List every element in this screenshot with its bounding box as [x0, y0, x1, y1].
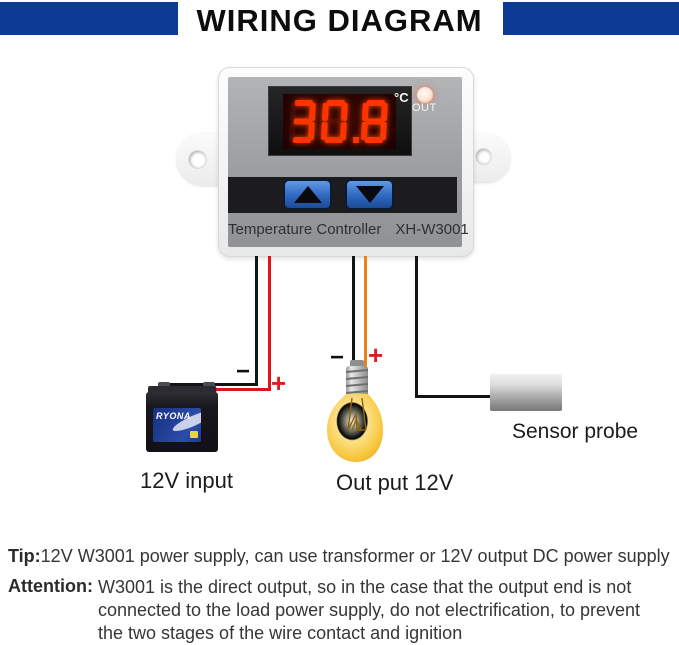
page-title: WIRING DIAGRAM: [196, 3, 483, 38]
battery-brand-text: RYONA: [156, 411, 191, 421]
light-bulb: [325, 358, 385, 464]
button-strip: [228, 177, 457, 213]
battery-caption: 12V input: [140, 468, 233, 493]
attention-row: Attention: W3001 is the direct output, s…: [8, 576, 676, 645]
temperature-display: [283, 94, 396, 149]
battery-brand-label: RYONA: [153, 408, 201, 442]
bulb-plus-sign: +: [368, 340, 384, 370]
seven-segment-readout: [289, 100, 388, 143]
down-button: [345, 179, 394, 210]
bulb-glass: [327, 394, 383, 462]
tip-label: Tip:: [8, 546, 41, 566]
device-model-label: XH-W3001: [395, 221, 469, 238]
bulb-minus-sign: −: [330, 344, 345, 371]
mounting-hole-left: [189, 151, 206, 168]
bulb-cap: [350, 360, 364, 367]
celsius-unit-label: °C: [394, 90, 409, 105]
arrow-down-icon: [355, 186, 384, 203]
attention-label: Attention:: [8, 576, 93, 596]
tip-row: Tip:12V W3001 power supply, can use tran…: [8, 546, 676, 567]
mounting-hole-right: [476, 149, 491, 164]
notes-section: Tip:12V W3001 power supply, can use tran…: [8, 546, 676, 645]
battery-12v: RYONA: [146, 382, 218, 452]
battery-label-chip: [190, 431, 198, 438]
device-label-row: Temperature Controller XH-W3001: [228, 221, 469, 238]
title-accent-bar-left: [0, 2, 178, 35]
battery-plus-sign: +: [271, 368, 287, 398]
wire-sensor-horizontal: [415, 395, 492, 398]
attention-line-1: W3001 is the direct output, so in the ca…: [97, 577, 632, 597]
attention-text: W3001 is the direct output, so in the ca…: [98, 576, 640, 645]
wire-power-positive-horizontal: [212, 388, 271, 391]
wire-power-positive-vertical: [268, 256, 271, 391]
up-button: [283, 179, 332, 210]
device-name-label: Temperature Controller: [228, 221, 382, 238]
attention-line-3: the two stages of the wire contact and i…: [97, 623, 463, 643]
wire-power-negative-vertical: [255, 256, 258, 386]
attention-line-2: connected to the load power supply, do n…: [97, 600, 640, 620]
bulb-filament: [347, 397, 367, 431]
arrow-up-icon: [293, 186, 322, 203]
out-indicator-led: [417, 87, 433, 103]
sensor-probe: [490, 374, 562, 411]
tip-text: 12V W3001 power supply, can use transfor…: [40, 546, 670, 566]
wire-load-positive: [364, 256, 367, 372]
bulb-caption: Out put 12V: [336, 470, 454, 495]
light-bulb-drawing: [327, 360, 383, 462]
wire-sensor-vertical: [415, 256, 418, 398]
wire-load-negative: [352, 256, 355, 369]
bulb-screw-threads: [345, 369, 369, 394]
sensor-caption: Sensor probe: [512, 420, 639, 443]
out-label: OUT: [412, 102, 437, 114]
battery-minus-sign: −: [236, 358, 251, 385]
title-accent-bar-right: [503, 2, 679, 35]
bulb-screw-base: [346, 366, 368, 396]
